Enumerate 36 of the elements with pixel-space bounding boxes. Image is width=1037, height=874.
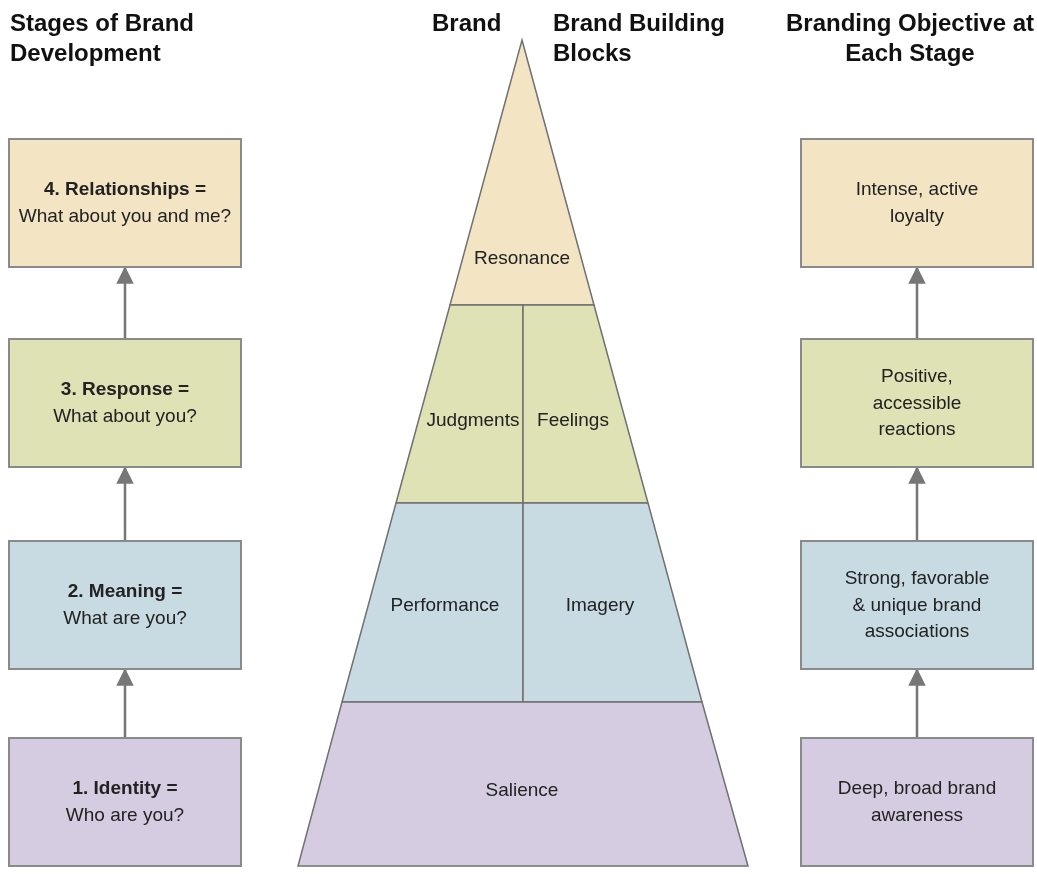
arrow xyxy=(908,466,926,540)
stage-title: 3. Response = xyxy=(60,377,190,402)
stage-question: Who are you? xyxy=(65,803,185,827)
stage-box xyxy=(8,338,242,468)
tier-label: Resonance xyxy=(473,247,571,269)
tier-label: Salience xyxy=(485,779,559,801)
objective-box xyxy=(800,540,1034,670)
stage-box xyxy=(8,540,242,670)
stage-box xyxy=(8,737,242,867)
objective-text: Intense, active loyalty xyxy=(854,177,980,228)
arrow xyxy=(116,266,134,338)
tier-label: Performance xyxy=(390,594,500,616)
tier-label: Judgments xyxy=(426,409,520,431)
stage-title: 1. Identity = xyxy=(72,776,178,801)
objective-box xyxy=(800,737,1034,867)
arrow xyxy=(908,668,926,737)
stage-box xyxy=(8,138,242,268)
stage-question: What about you? xyxy=(53,404,197,428)
stage-title: 4. Relationships = xyxy=(43,177,207,202)
objective-text: Strong, favorable & unique brand associations xyxy=(843,566,991,644)
stage-question: What about you and me? xyxy=(18,204,232,228)
objective-box xyxy=(800,338,1034,468)
column-heading: Brand Building Blocks xyxy=(553,8,726,68)
tier-label: Feelings xyxy=(537,409,609,431)
column-heading: Branding Objective at Each Stage xyxy=(785,8,1035,68)
column-heading: Stages of Brand Development xyxy=(10,8,196,68)
arrow xyxy=(116,466,134,540)
objective-box xyxy=(800,138,1034,268)
column-heading: Brand xyxy=(432,8,503,38)
arrow xyxy=(908,266,926,338)
arrow xyxy=(116,668,134,737)
tier-label: Imagery xyxy=(565,594,635,616)
stage-title: 2. Meaning = xyxy=(67,579,183,604)
stage-question: What are you? xyxy=(63,606,187,630)
objective-text: Positive, accessible reactions xyxy=(871,364,963,442)
objective-text: Deep, broad brand awareness xyxy=(836,776,998,827)
